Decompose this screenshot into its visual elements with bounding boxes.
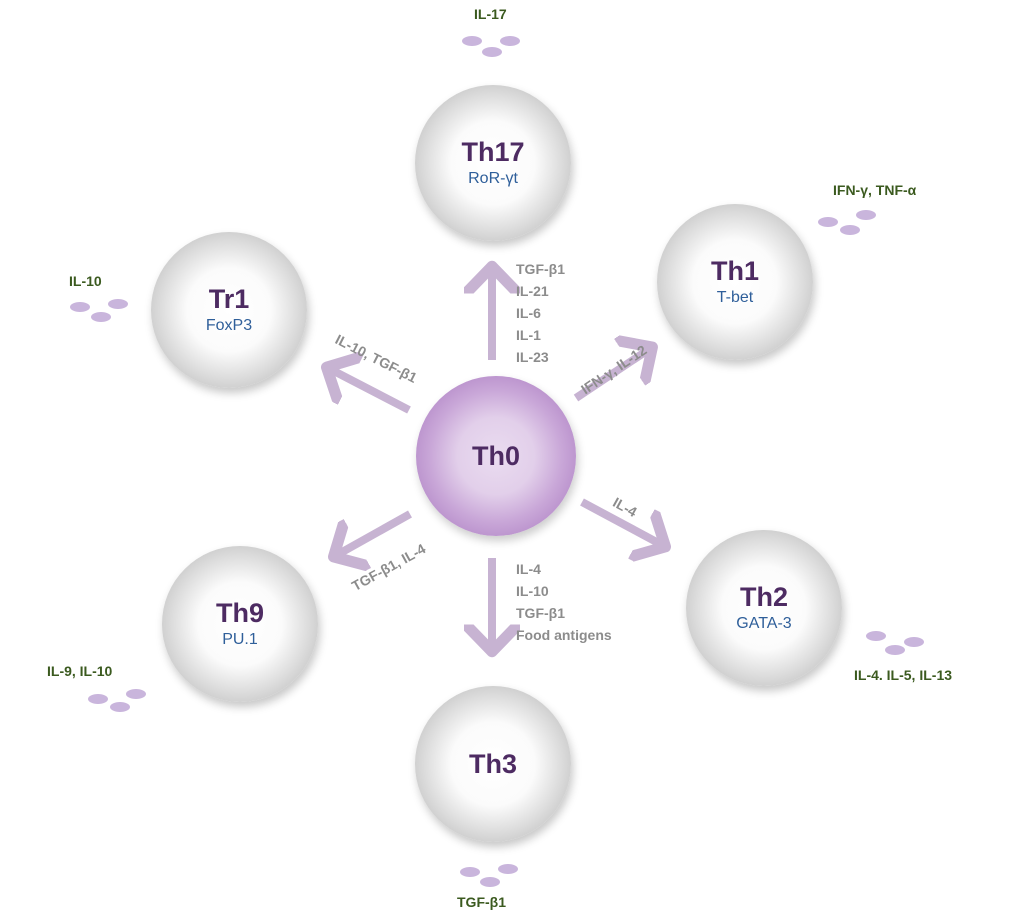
cytokines-th1: IFN-γ, TNF-α <box>833 182 917 198</box>
condition-item: TGF-β1 <box>516 605 565 621</box>
cell-th2: Th2 GATA-3 <box>686 530 842 686</box>
granules-tr1 <box>70 299 128 322</box>
transcription-factor: GATA-3 <box>736 615 792 632</box>
cytokines-tr1: IL-10 <box>69 273 102 289</box>
condition-item: IL-1 <box>516 327 541 343</box>
cell-name: Th0 <box>471 441 520 471</box>
cell-name: Th17 <box>461 137 525 167</box>
arrow-to-th9 <box>335 510 412 556</box>
arrow-to-th2 <box>580 498 664 546</box>
cell-th9: Th9 PU.1 <box>162 546 318 702</box>
arrow-to-th1 <box>573 348 651 402</box>
transcription-factor: T-bet <box>716 289 754 306</box>
cell-name: Tr1 <box>208 284 250 314</box>
cytokines-th9: IL-9, IL-10 <box>47 663 113 679</box>
granules-th17 <box>462 36 520 57</box>
granules-th2 <box>866 631 924 655</box>
cytokines-th2: IL-4. IL-5, IL-13 <box>854 667 953 683</box>
condition-item: IL-21 <box>516 283 549 299</box>
conditions-th3: IL-4 IL-10 TGF-β1 Food antigens <box>516 558 612 646</box>
cell-name: Th2 <box>739 582 788 612</box>
transcription-factor: RoR-γt <box>468 170 518 187</box>
cytokines-th17: IL-17 <box>474 6 507 22</box>
cell-th1: Th1 T-bet <box>657 204 813 360</box>
transcription-factor: PU.1 <box>222 631 258 648</box>
cell-name: Th1 <box>710 256 759 286</box>
transcription-factor: FoxP3 <box>205 317 253 334</box>
cell-th3: Th3 <box>415 686 571 842</box>
condition-item: IL-6 <box>516 305 541 321</box>
arrow-to-tr1 <box>328 368 411 414</box>
granules-th9 <box>88 689 146 712</box>
conditions-th17: TGF-β1 IL-21 IL-6 IL-1 IL-23 <box>516 258 565 368</box>
condition-item: IL-23 <box>516 349 549 365</box>
cell-th0: Th0 <box>416 376 576 536</box>
granules-th3 <box>460 864 518 887</box>
cell-th17: Th17 RoR-γt <box>415 85 571 241</box>
cell-name: Th9 <box>215 598 264 628</box>
cytokines-th3: TGF-β1 <box>457 894 506 910</box>
cell-name: Th3 <box>468 749 517 779</box>
granules-th1 <box>818 210 876 235</box>
condition-item: IL-4 <box>516 561 541 577</box>
condition-item: Food antigens <box>516 627 612 643</box>
condition-item: TGF-β1 <box>516 261 565 277</box>
condition-item: IL-10 <box>516 583 549 599</box>
cell-tr1: Tr1 FoxP3 <box>151 232 307 388</box>
